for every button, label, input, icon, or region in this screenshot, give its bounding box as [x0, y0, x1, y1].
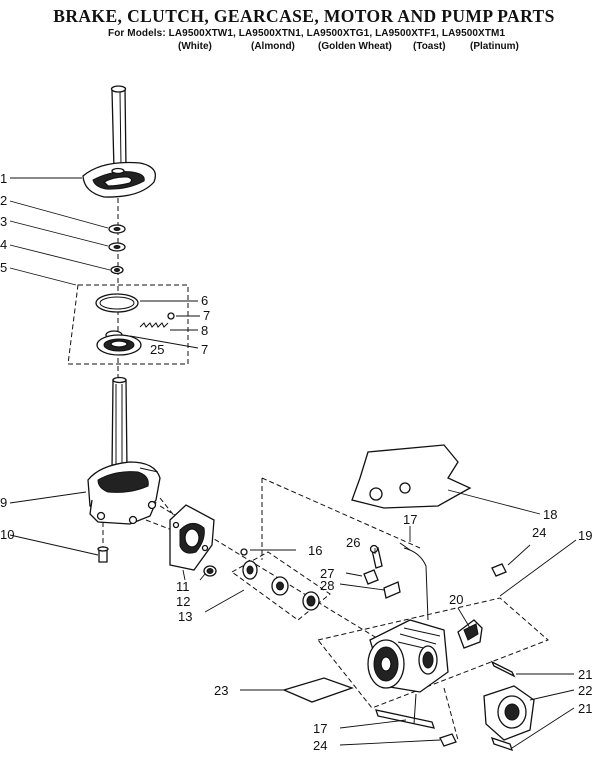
callout-17-lower: 17: [313, 721, 327, 736]
clamp-upper: [490, 660, 516, 678]
callout-3: 3: [0, 214, 7, 229]
callout-10: 10: [0, 527, 14, 542]
callout-6: 6: [201, 293, 208, 308]
callout-4: 4: [0, 237, 7, 252]
brake-cam-part: [82, 161, 157, 198]
callout-18: 18: [543, 507, 557, 522]
motor-clip: [363, 544, 401, 599]
spring-pin: [139, 312, 175, 328]
callout-5: 5: [0, 260, 7, 275]
callout-13: 13: [178, 609, 192, 624]
screw-upper: [491, 563, 507, 577]
washers: [108, 224, 126, 275]
brake-spring-ring: [95, 293, 139, 313]
motor-wire: [403, 547, 429, 621]
clamp-lower: [490, 736, 514, 752]
motor-part: [367, 619, 449, 693]
brake-assembly-box: [67, 284, 189, 365]
coupling-box: [231, 551, 331, 621]
callout-19: 19: [578, 528, 592, 543]
motor-strap: [375, 709, 435, 729]
page-title: BRAKE, CLUTCH, GEARCASE, MOTOR AND PUMP …: [53, 6, 555, 26]
callout-23: 23: [214, 683, 228, 698]
callout-25: 25: [150, 342, 164, 357]
callout-21-upper: 21: [578, 667, 592, 682]
callout-28: 28: [320, 578, 334, 593]
leader-lines: [9, 177, 577, 749]
pump-part: [483, 685, 535, 741]
callout-2: 2: [0, 193, 7, 208]
screw-lower: [439, 733, 457, 747]
models-line: For Models: LA9500XTW1, LA9500XTN1, LA95…: [108, 28, 506, 39]
callout-1: 1: [0, 171, 7, 186]
callout-21-lower: 21: [578, 701, 592, 716]
callout-17-upper: 17: [403, 512, 417, 527]
callout-20: 20: [449, 592, 463, 607]
gearcase-part: [87, 461, 161, 525]
bolt: [97, 546, 109, 563]
callout-16: 16: [308, 543, 322, 558]
color-toast: (Toast): [413, 41, 446, 52]
upper-shaft: [110, 85, 127, 171]
callout-26: 26: [346, 535, 360, 550]
color-platinum: (Platinum): [470, 41, 519, 52]
callout-22: 22: [578, 683, 592, 698]
color-white: (White): [178, 41, 212, 52]
lower-shaft: [111, 376, 128, 471]
mounting-bracket: [169, 504, 215, 571]
callout-7-upper: 7: [203, 308, 210, 323]
brake-rotor: [96, 330, 142, 356]
callout-12: 12: [176, 594, 190, 609]
callout-9: 9: [0, 495, 7, 510]
callout-11: 11: [176, 579, 190, 594]
motor-switch: [457, 619, 483, 649]
color-golden-wheat: (Golden Wheat): [318, 41, 392, 52]
callout-24-upper: 24: [532, 525, 546, 540]
gasket: [282, 677, 354, 703]
motor-plate: [317, 597, 549, 709]
callout-24-lower: 24: [313, 738, 327, 753]
callout-numbers: 1 2 3 4 5 6 7 8 7 25 9 10 11 12 13 16 17…: [0, 171, 592, 753]
pump-cover: [351, 444, 472, 509]
grommet: [203, 565, 217, 577]
coupling-pin: [240, 548, 248, 556]
color-almond: (Almond): [251, 41, 295, 52]
callout-7-lower: 7: [201, 342, 208, 357]
coupling-parts: [242, 560, 320, 611]
callout-27: 27: [320, 566, 334, 581]
callout-8: 8: [201, 323, 208, 338]
